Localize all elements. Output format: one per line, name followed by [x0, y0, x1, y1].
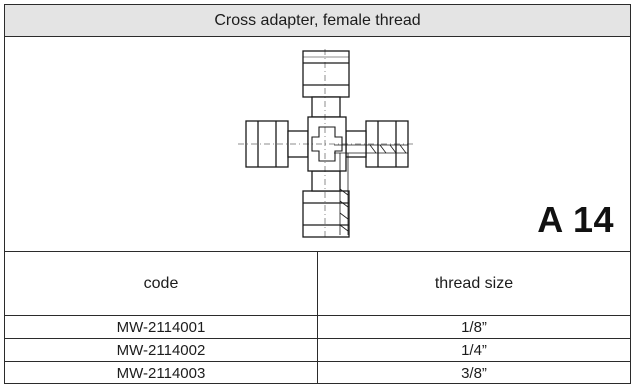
column-header-code: code: [5, 252, 318, 316]
cell-thread-size: 1/4”: [317, 338, 630, 362]
cell-thread-size: 1/8”: [317, 315, 630, 339]
cell-thread-size: 3/8”: [317, 361, 630, 384]
table-row: MW-2114001 1/8”: [5, 315, 630, 339]
product-sheet: Cross adapter, female thread: [4, 4, 631, 384]
product-code-label: A 14: [537, 199, 614, 240]
column-header-thread-size: thread size: [317, 252, 630, 316]
page-title: Cross adapter, female thread: [5, 5, 630, 37]
cell-code: MW-2114003: [5, 361, 318, 384]
cross-adapter-drawing-icon: [238, 49, 416, 239]
table-header-row: code thread size: [5, 252, 630, 316]
cell-code: MW-2114002: [5, 338, 318, 362]
table-row: MW-2114002 1/4”: [5, 338, 630, 362]
cell-code: MW-2114001: [5, 315, 318, 339]
thread-size-table: code thread size MW-2114001 1/8” MW-2114…: [5, 252, 630, 384]
table-row: MW-2114003 3/8”: [5, 361, 630, 384]
drawing-panel: A 14: [5, 37, 630, 252]
